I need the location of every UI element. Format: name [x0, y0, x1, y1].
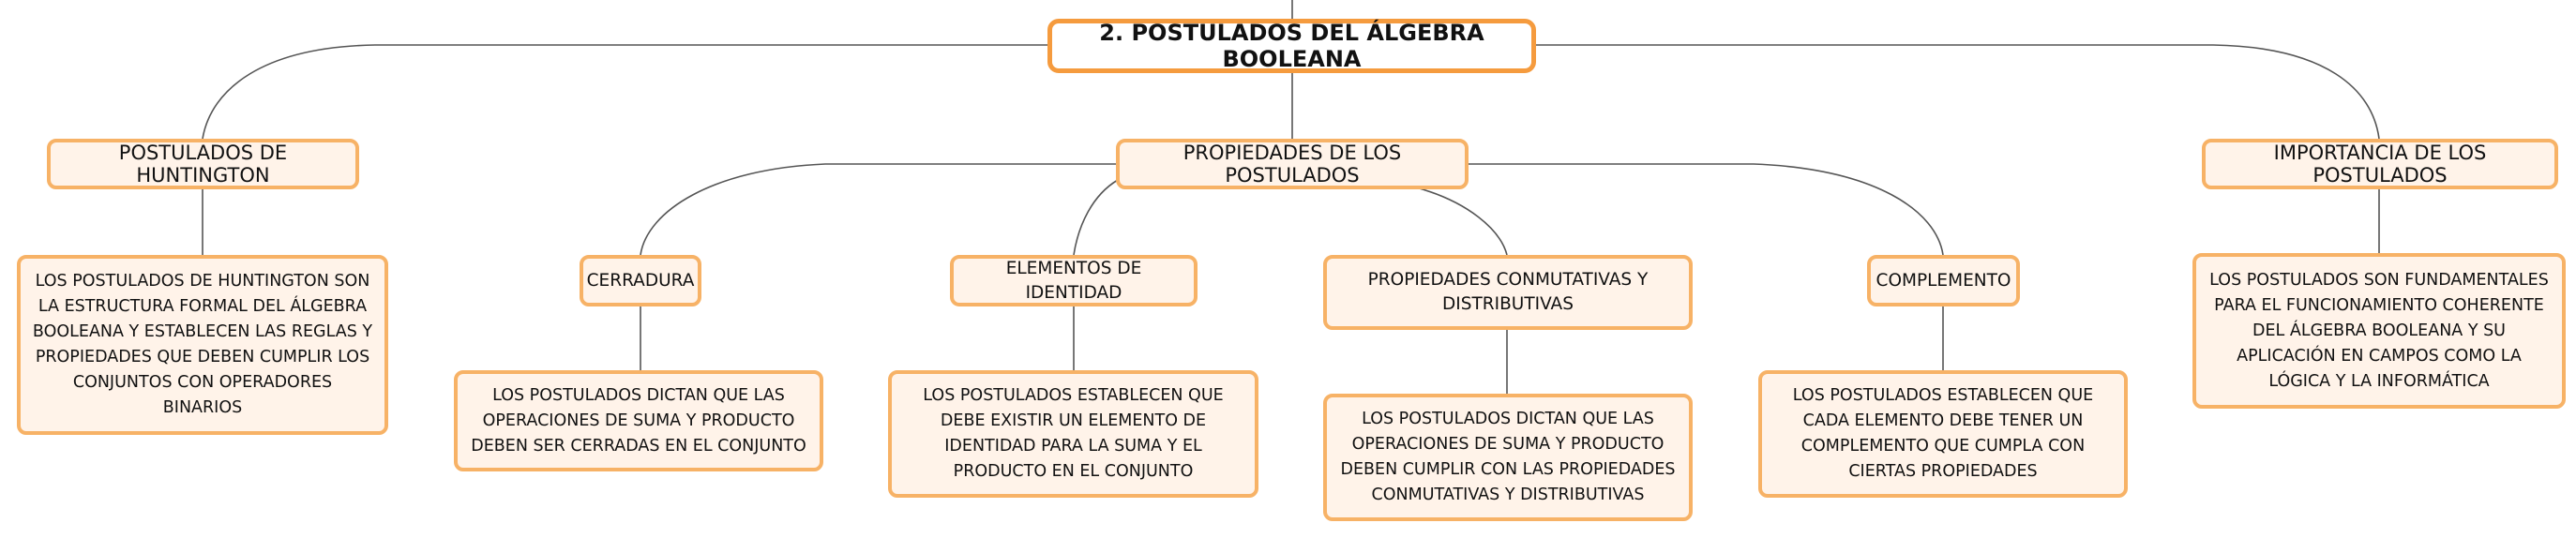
detail-text: LOS POSTULADOS DICTAN QUE LAS OPERACIONE… [471, 385, 806, 456]
connector-root-importancia [1536, 44, 2380, 140]
node-propiedades-postulados[interactable]: PROPIEDADES DE LOS POSTULADOS [1116, 139, 1469, 189]
root-node[interactable]: 2. POSTULADOS DEL ÁLGEBRA BOOLEANA [1047, 19, 1536, 73]
node-complemento[interactable]: COMPLEMENTO [1867, 255, 2020, 306]
connector-prop-cerradura [640, 163, 1116, 256]
root-label: 2. POSTULADOS DEL ÁLGEBRA BOOLEANA [1099, 20, 1484, 72]
detail-text: LOS POSTULADOS ESTABLECEN QUE DEBE EXIST… [923, 386, 1224, 481]
detail-importancia[interactable]: LOS POSTULADOS SON FUNDAMENTALES PARA EL… [2192, 253, 2566, 409]
detail-text: LOS POSTULADOS DICTAN QUE LAS OPERACIONE… [1340, 410, 1676, 504]
node-elementos-identidad[interactable]: ELEMENTOS DE IDENTIDAD [950, 255, 1198, 306]
detail-cerradura[interactable]: LOS POSTULADOS DICTAN QUE LAS OPERACIONE… [454, 370, 823, 471]
detail-text: LOS POSTULADOS DE HUNTINGTON SON LA ESTR… [32, 272, 373, 417]
node-label: IMPORTANCIA DE LOS POSTULADOS [2273, 142, 2487, 187]
node-label: POSTULADOS DE HUNTINGTON [118, 142, 288, 187]
node-cerradura[interactable]: CERRADURA [580, 255, 701, 306]
connector-prop-conmutativas [1415, 187, 1508, 256]
node-label: PROPIEDADES CONMUTATIVAS Y DISTRIBUTIVAS [1367, 270, 1649, 314]
connector-root-huntington [202, 44, 1047, 140]
detail-identidad[interactable]: LOS POSTULADOS ESTABLECEN QUE DEBE EXIST… [888, 370, 1258, 498]
detail-text: LOS POSTULADOS ESTABLECEN QUE CADA ELEME… [1792, 386, 2094, 481]
node-label: PROPIEDADES DE LOS POSTULADOS [1183, 142, 1402, 187]
detail-huntington[interactable]: LOS POSTULADOS DE HUNTINGTON SON LA ESTR… [17, 255, 388, 435]
detail-text: LOS POSTULADOS SON FUNDAMENTALES PARA EL… [2209, 270, 2549, 391]
node-importancia-postulados[interactable]: IMPORTANCIA DE LOS POSTULADOS [2202, 139, 2558, 189]
connector-prop-complemento [1468, 163, 1944, 256]
node-label: CERRADURA [586, 270, 695, 291]
connector-prop-identidad [1073, 179, 1119, 256]
node-label: ELEMENTOS DE IDENTIDAD [1005, 258, 1142, 303]
node-label: COMPLEMENTO [1876, 270, 2011, 291]
node-propiedades-conmutativas[interactable]: PROPIEDADES CONMUTATIVAS Y DISTRIBUTIVAS [1323, 255, 1693, 330]
detail-conmutativas[interactable]: LOS POSTULADOS DICTAN QUE LAS OPERACIONE… [1323, 394, 1693, 521]
detail-complemento[interactable]: LOS POSTULADOS ESTABLECEN QUE CADA ELEME… [1758, 370, 2128, 498]
node-postulados-huntington[interactable]: POSTULADOS DE HUNTINGTON [47, 139, 359, 189]
